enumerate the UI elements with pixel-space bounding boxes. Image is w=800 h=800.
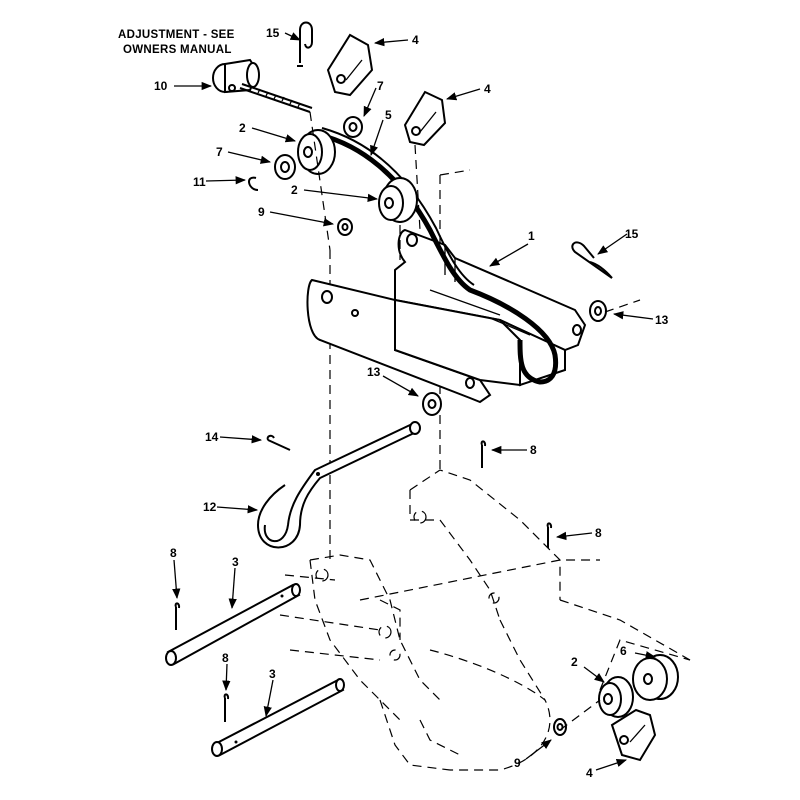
callout-9-upper: 9 [258,205,265,219]
callout-8-top: 8 [530,443,537,457]
hook-rod [256,421,421,549]
washer-7-left [274,154,296,180]
callout-8-lower: 8 [222,651,229,665]
idler-wheel [632,654,679,701]
adjustment-note-line2: OWNERS MANUAL [123,44,232,56]
callout-3-lower: 3 [269,667,276,681]
callout-4-lower: 4 [586,766,593,780]
callout-2-middle: 2 [291,183,298,197]
callout-5: 5 [385,108,392,122]
shaft-lower [211,678,345,757]
pulley-middle [378,177,418,223]
callout-2-upper: 2 [239,121,246,135]
callout-15-right: 15 [625,227,639,241]
callout-4-upper: 4 [412,33,419,47]
cotter-pin-8-top [480,440,487,468]
washer-13-right [589,300,607,322]
callout-11: 11 [193,175,206,189]
callout-15-clip: 15 [266,26,280,40]
callout-14: 14 [205,430,219,444]
bracket-lower [610,708,657,762]
callout-7-left: 7 [216,145,223,159]
adjustment-note-line1: ADJUSTMENT - SEE [118,29,235,41]
cotter-pin-8-left [174,602,181,630]
callout-13-lower: 13 [367,365,381,379]
callout-arrows [172,32,657,771]
mounting-bracket-outline [279,175,691,771]
callout-6: 6 [620,644,627,658]
callout-12: 12 [203,500,217,514]
pulley-lower [598,676,634,718]
callout-1: 1 [528,229,535,243]
callout-10: 10 [154,79,168,93]
cotter-pin-14 [266,434,291,451]
washer-9-upper [337,218,353,236]
callout-2-lower: 2 [571,655,578,669]
bracket-upper-left [326,33,374,97]
callout-13-right: 13 [655,313,669,327]
callout-8-left: 8 [170,546,177,560]
hairpin-clip-right [571,241,613,279]
callout-9-lower: 9 [514,756,521,770]
washer-9-lower [553,718,567,736]
hairpin-clip-upper [297,21,313,67]
bracket-upper-right [403,90,447,147]
cotter-pin-8-lower [223,693,230,722]
main-arm-assembly [306,228,587,404]
adjustment-knob [212,58,313,113]
alignment-lines [309,111,691,731]
clip-11 [248,176,259,191]
callout-3-upper: 3 [232,555,239,569]
callout-7-upper: 7 [377,79,384,93]
washer-13-lower [422,392,442,416]
callout-4-right: 4 [484,82,491,96]
washer-7-upper [343,116,363,138]
pulley-upper [297,129,336,175]
cotter-pin-8-right [546,522,553,548]
shaft-upper [165,583,301,666]
callout-8-right: 8 [595,526,602,540]
